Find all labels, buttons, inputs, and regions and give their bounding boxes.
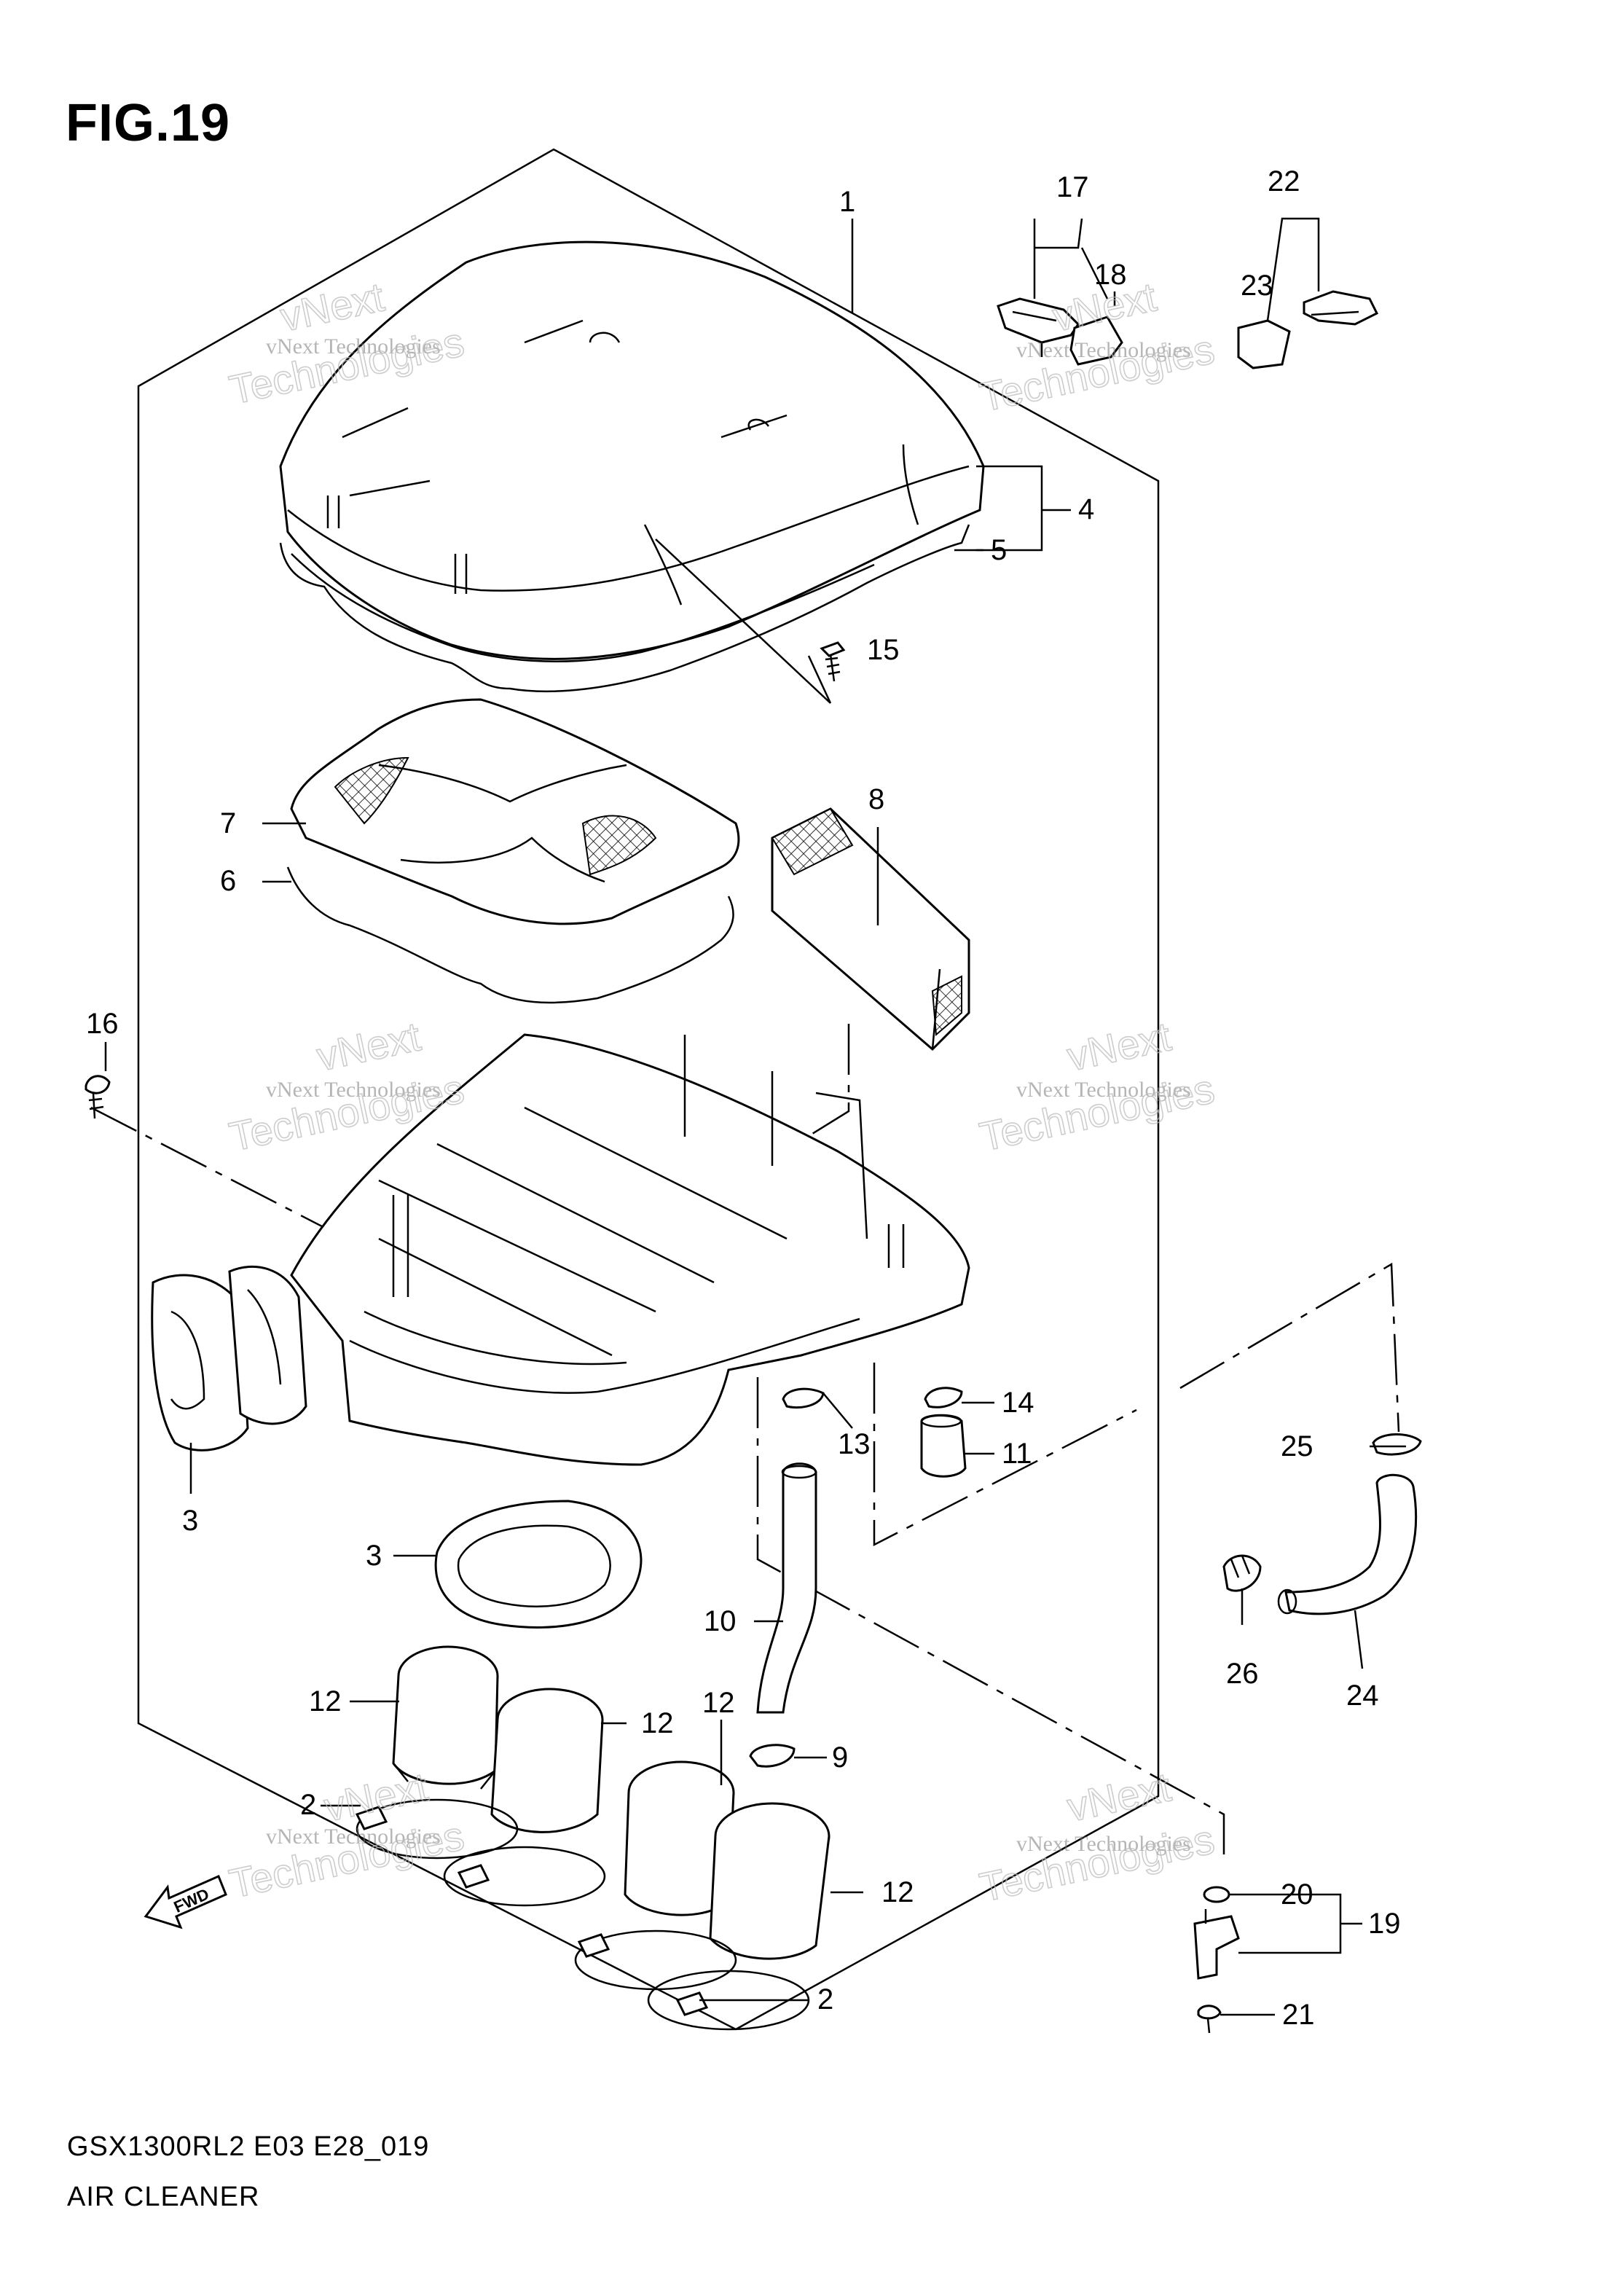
watermark-small-text: vNext Technologies: [1016, 338, 1191, 362]
callout-leaders: [104, 217, 1406, 2016]
watermark-small-text: vNext Technologies: [266, 1825, 441, 1849]
callout-15: 15: [867, 634, 900, 666]
part-hose-24: [1277, 1473, 1418, 1615]
part-lower-case: [290, 1033, 970, 1466]
part-funnel-12c: [624, 1760, 735, 1916]
watermark-small-text: vNext Technologies: [1016, 1832, 1191, 1856]
callout-12-c: 12: [702, 1687, 735, 1719]
callout-4: 4: [1078, 493, 1094, 525]
callout-14: 14: [1002, 1387, 1034, 1419]
callout-22: 22: [1268, 165, 1300, 197]
watermark-small-text: vNext Technologies: [1016, 1078, 1191, 1102]
callout-24: 24: [1346, 1680, 1379, 1712]
part-connector-cover-23: [1237, 319, 1291, 369]
callout-12-d: 12: [881, 1876, 914, 1908]
callout-12-a: 12: [309, 1685, 342, 1717]
part-seal-upper: [279, 524, 970, 693]
callout-21: 21: [1282, 1999, 1315, 2031]
watermark-bottom-left: vNext Technologies vNext Technologies: [225, 1763, 468, 1907]
callout-5: 5: [991, 534, 1007, 566]
leader-dashdot-16: [90, 1106, 347, 1240]
leader-15-screw: [655, 538, 831, 704]
callout-9: 9: [832, 1741, 848, 1774]
callout-labels: 1 4 5 15 17 18 22 23 7 6 8 16 3 3 14 13 …: [86, 165, 1401, 2031]
callout-1: 1: [839, 186, 855, 218]
section-name-caption: AIR CLEANER: [67, 2182, 260, 2212]
part-screw-21: [1197, 2005, 1222, 2034]
callout-17: 17: [1056, 171, 1089, 203]
callout-16: 16: [86, 1008, 119, 1040]
watermark-large-text-1: vNext: [1063, 1763, 1175, 1830]
part-connector-cover-18: [1069, 316, 1123, 366]
part-clamp-13: [782, 1387, 825, 1409]
part-plug-11: [920, 1414, 967, 1478]
fwd-arrow-marker: FWD: [144, 1875, 227, 1929]
watermark-top-right: vNext Technologies vNext Technologies: [975, 273, 1219, 420]
callout-3-lower: 3: [366, 1540, 382, 1572]
callout-12-b: 12: [641, 1707, 674, 1739]
part-screw-15: [820, 641, 846, 682]
part-clamp-9: [749, 1744, 796, 1768]
watermark-large-text-1: vNext: [313, 1013, 425, 1079]
watermark-small-text: vNext Technologies: [266, 1078, 441, 1102]
part-element-frame: [290, 698, 740, 925]
assembly-outline: [137, 148, 1160, 2031]
watermark-small-text: vNext Technologies: [266, 334, 441, 358]
callout-19: 19: [1368, 1908, 1401, 1940]
part-funnel-12b: [490, 1688, 604, 1833]
callout-23: 23: [1241, 270, 1273, 302]
watermark-bottom-right: vNext Technologies vNext Technologies: [975, 1763, 1219, 1911]
part-sensor-19: [1193, 1909, 1240, 1980]
callout-7: 7: [220, 807, 236, 839]
watermark-large-text-1: vNext: [320, 1763, 432, 1830]
part-funnel-12a: [392, 1645, 499, 1790]
callout-25: 25: [1281, 1430, 1313, 1462]
part-clamp-14: [924, 1387, 963, 1408]
callout-2-a: 2: [300, 1789, 316, 1821]
part-bolt-16: [85, 1075, 111, 1119]
part-seal-upper-inner: [291, 553, 875, 662]
callout-6: 6: [220, 865, 236, 897]
model-code-caption: GSX1300RL2 E03 E28_019: [67, 2131, 430, 2162]
part-upper-case: [279, 240, 985, 660]
part-gasket: [286, 866, 734, 1004]
watermark-large-text-1: vNext: [1048, 273, 1161, 340]
callout-10: 10: [704, 1605, 737, 1637]
leader-dashdot-drain: [873, 1363, 1137, 1547]
callout-13: 13: [838, 1428, 871, 1460]
callout-11: 11: [1002, 1438, 1032, 1470]
part-oring-20: [1203, 1886, 1230, 1903]
part-duct-lower: [434, 1500, 643, 1629]
part-clamp-25: [1372, 1433, 1422, 1456]
part-duct-left: [151, 1266, 307, 1451]
part-clip-26: [1222, 1554, 1262, 1592]
figure-title: FIG.19: [66, 94, 231, 152]
callout-2-b: 2: [817, 1983, 833, 2015]
watermark-mid-right: vNext Technologies vNext Technologies: [975, 1012, 1219, 1160]
callout-20: 20: [1281, 1878, 1313, 1911]
part-funnel-12d: [709, 1802, 830, 1960]
leader-dashdot-hose: [1179, 1262, 1400, 1433]
watermark-large-text-1: vNext: [276, 273, 388, 340]
part-clamp-2a: [355, 1798, 606, 1907]
callout-8: 8: [868, 783, 884, 815]
leader-dashdot-sensor: [756, 1377, 1225, 1854]
part-hose-10: [756, 1462, 817, 1714]
callout-3-left: 3: [182, 1505, 198, 1537]
part-connector-22: [1303, 290, 1379, 326]
callout-26: 26: [1226, 1658, 1259, 1690]
leader-dashdot-filter: [771, 1024, 850, 1160]
leader-15-screw-b: [807, 655, 832, 704]
callout-18: 18: [1094, 259, 1127, 291]
part-filter-element: [771, 807, 970, 1051]
